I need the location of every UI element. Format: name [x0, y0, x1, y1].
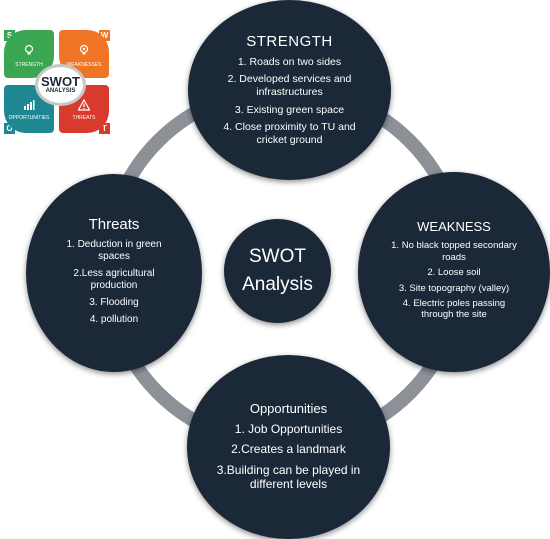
weakness-item: 3. Site topography (valley): [398, 282, 510, 294]
threats-item: 3. Flooding: [89, 296, 139, 308]
weakness-list: 1. No black topped secondary roads 2. Lo…: [387, 240, 522, 324]
logo-subtitle: ANALYSIS: [45, 87, 76, 94]
strength-item: 4. Close proximity to TU and cricket gro…: [223, 121, 356, 146]
opportunities-circle: Opportunities 1. Job Opportunities 2.Cre…: [187, 355, 390, 539]
strength-item: 2. Developed services and infrastructure…: [227, 73, 352, 98]
center-title-line1: SWOT: [249, 246, 306, 267]
logo-label-weaknesses: WEAKNESSES: [66, 62, 102, 68]
center-circle: SWOT Analysis: [224, 219, 331, 323]
weakness-item: 4. Electric poles passing through the si…: [402, 297, 506, 321]
opportunities-list: 1. Job Opportunities 2.Creates a landmar…: [214, 422, 364, 498]
opportunities-item: 3.Building can be played in different le…: [216, 462, 361, 491]
center-title-line2: Analysis: [242, 274, 313, 295]
strength-item: 1. Roads on two sides: [237, 55, 342, 68]
logo-letter-t: T: [99, 123, 110, 134]
threats-item: 2.Less agricultural production: [73, 267, 155, 291]
opportunities-title: Opportunities: [249, 400, 328, 416]
bar-chart-icon: [24, 100, 35, 110]
strength-circle: STRENGTH 1. Roads on two sides 2. Develo…: [188, 0, 391, 180]
strength-list: 1. Roads on two sides 2. Developed servi…: [215, 56, 365, 152]
logo-label-strength: STRENGTH: [15, 62, 43, 68]
logo-label-opportunities: OPPORTUNITIES: [8, 115, 50, 121]
threats-circle: Threats 1. Deduction in green spaces 2.L…: [26, 174, 202, 372]
logo-letter-w: W: [99, 30, 110, 41]
threats-list: 1. Deduction in green spaces 2.Less agri…: [54, 239, 174, 331]
logo-letter-o: O: [4, 123, 15, 134]
lightbulb-icon: [24, 44, 34, 55]
threats-item: 4. pollution: [89, 313, 139, 325]
threats-item: 1. Deduction in green spaces: [66, 238, 162, 262]
bulb-gear-icon: [79, 44, 89, 55]
swot-logo: STRENGTH WEAKNESSES OPPORTUNITIES: [4, 30, 111, 134]
opportunities-item: 1. Job Opportunities: [234, 421, 343, 436]
weakness-title: WEAKNESS: [417, 219, 491, 235]
weakness-item: 2. Loose soil: [427, 267, 481, 279]
strength-title: STRENGTH: [246, 32, 333, 50]
logo-petal-strength: STRENGTH: [4, 30, 54, 78]
threats-title: Threats: [88, 215, 140, 233]
weakness-circle: WEAKNESS 1. No black topped secondary ro…: [358, 172, 550, 372]
weakness-item: 1. No black topped secondary roads: [391, 240, 517, 263]
logo-center-badge: SWOT ANALYSIS: [35, 64, 86, 106]
strength-item: 3. Existing green space: [234, 103, 345, 116]
opportunities-item: 2.Creates a landmark: [231, 442, 346, 457]
warning-triangle-icon: [78, 99, 90, 111]
logo-label-threats: THREATS: [72, 115, 96, 121]
logo-title: SWOT: [41, 73, 80, 89]
